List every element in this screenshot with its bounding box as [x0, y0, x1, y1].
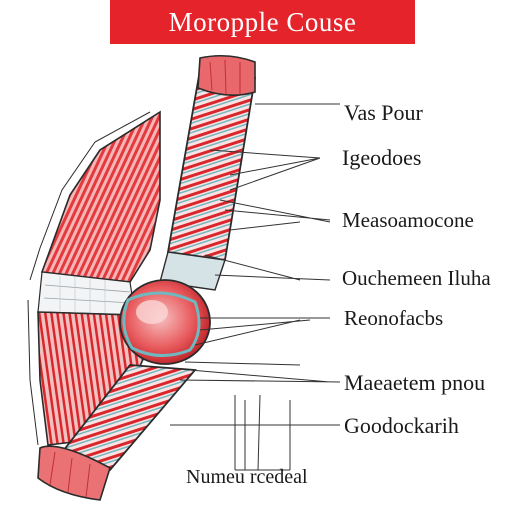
label-measoamocone: Measoamocone	[342, 208, 474, 232]
label-vas-pour: Vas Pour	[344, 100, 423, 125]
label-maeaetem-pnou: Maeaetem pnou	[344, 370, 486, 395]
leader-line	[209, 149, 321, 191]
fan-muscle-upper	[29, 110, 161, 283]
leader-line	[179, 361, 341, 383]
label-reonofacbs: Reonofacbs	[344, 306, 444, 330]
lower-muscle-tube	[37, 364, 197, 501]
leader-line	[194, 317, 330, 346]
label-ouchemeen-iluha: Ouchemeen Iluha	[342, 266, 491, 290]
leader-line	[204, 254, 331, 281]
label-goodockarih: Goodockarih	[344, 413, 459, 438]
joint-ball	[119, 279, 211, 365]
diagram-title: Moropple Couse	[168, 6, 357, 37]
label-igeodoes: Igeodoes	[342, 145, 422, 170]
leader-line	[234, 394, 291, 471]
leader-line	[219, 199, 331, 231]
title-banner: Moropple Couse	[110, 0, 415, 44]
leader-lines	[170, 103, 341, 471]
label-numeu-rcedeal: Numeu rcedeal	[186, 466, 308, 488]
